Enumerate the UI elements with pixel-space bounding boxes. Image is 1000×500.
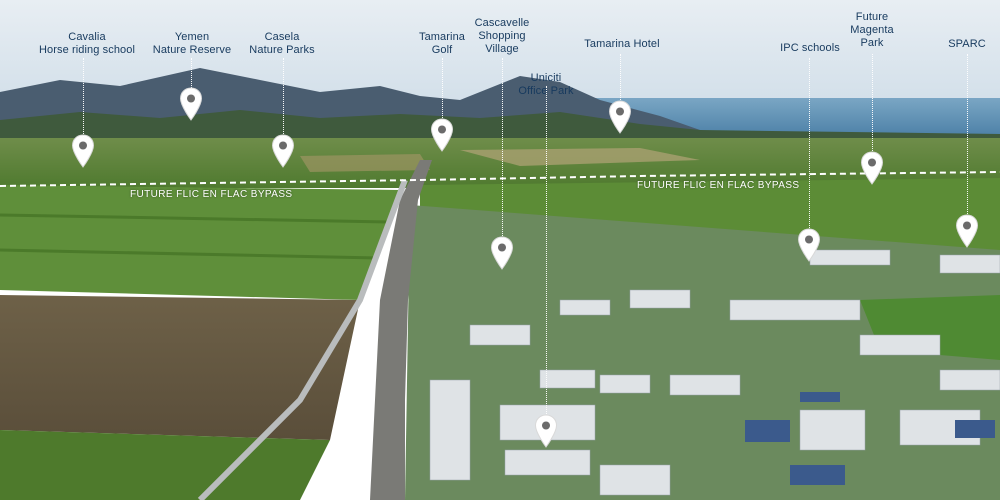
leader-tamarina-hotel: [620, 54, 621, 100]
label-tamarina-hotel: Tamarina Hotel: [584, 38, 660, 50]
solar-roofs: [745, 392, 995, 485]
buildings: [429, 249, 1000, 496]
map-pin-icon[interactable]: [271, 134, 295, 168]
label-cavalia: Cavalia Horse riding school: [38, 31, 136, 56]
field-row-2: [0, 248, 379, 260]
map-pin-icon[interactable]: [955, 214, 979, 248]
dry-field-patch: [460, 148, 700, 166]
dry-field-patch-2: [300, 154, 430, 172]
label-casela: Casela Nature Parks: [249, 31, 315, 56]
map-pin-icon[interactable]: [71, 134, 95, 168]
leader-cascavelle: [502, 58, 503, 236]
label-yemen: Yemen Nature Reserve: [152, 31, 232, 56]
leader-uniciti: [546, 86, 547, 414]
label-ipc: IPC schools: [780, 42, 840, 54]
bypass-label-left: FUTURE FLIC EN FLAC BYPASS: [130, 189, 293, 200]
label-tamarina-golf: Tamarina Golf: [418, 31, 466, 56]
leader-yemen: [191, 58, 192, 88]
field-row: [0, 213, 391, 224]
label-magenta: Future Magenta Park: [850, 11, 894, 49]
leader-magenta: [872, 54, 873, 151]
map-pin-icon[interactable]: [534, 414, 558, 448]
leader-cavalia: [83, 58, 84, 136]
label-sparc: SPARC: [948, 38, 986, 50]
map-pin-icon[interactable]: [430, 118, 454, 152]
elevated-rail: [197, 178, 408, 500]
bypass-route-line: [0, 171, 1000, 187]
map-pin-icon[interactable]: [608, 100, 632, 134]
left-lower-field: [0, 430, 330, 500]
map-pin-icon[interactable]: [179, 87, 203, 121]
highway: [370, 160, 432, 500]
left-green-fields: [0, 185, 400, 300]
label-uniciti: Uniciti Office Park: [518, 72, 574, 97]
leader-casela: [283, 58, 284, 136]
map-pin-icon[interactable]: [797, 228, 821, 262]
map-pin-icon[interactable]: [490, 236, 514, 270]
leader-ipc: [809, 58, 810, 228]
label-cascavelle: Cascavelle Shopping Village: [474, 17, 530, 55]
map-pin-icon[interactable]: [860, 151, 884, 185]
far-plains: [0, 138, 1000, 188]
bypass-label-right: FUTURE FLIC EN FLAC BYPASS: [637, 180, 800, 191]
leader-sparc: [967, 54, 968, 214]
left-brown-field: [0, 295, 360, 440]
leader-tamarina-golf: [442, 58, 443, 118]
